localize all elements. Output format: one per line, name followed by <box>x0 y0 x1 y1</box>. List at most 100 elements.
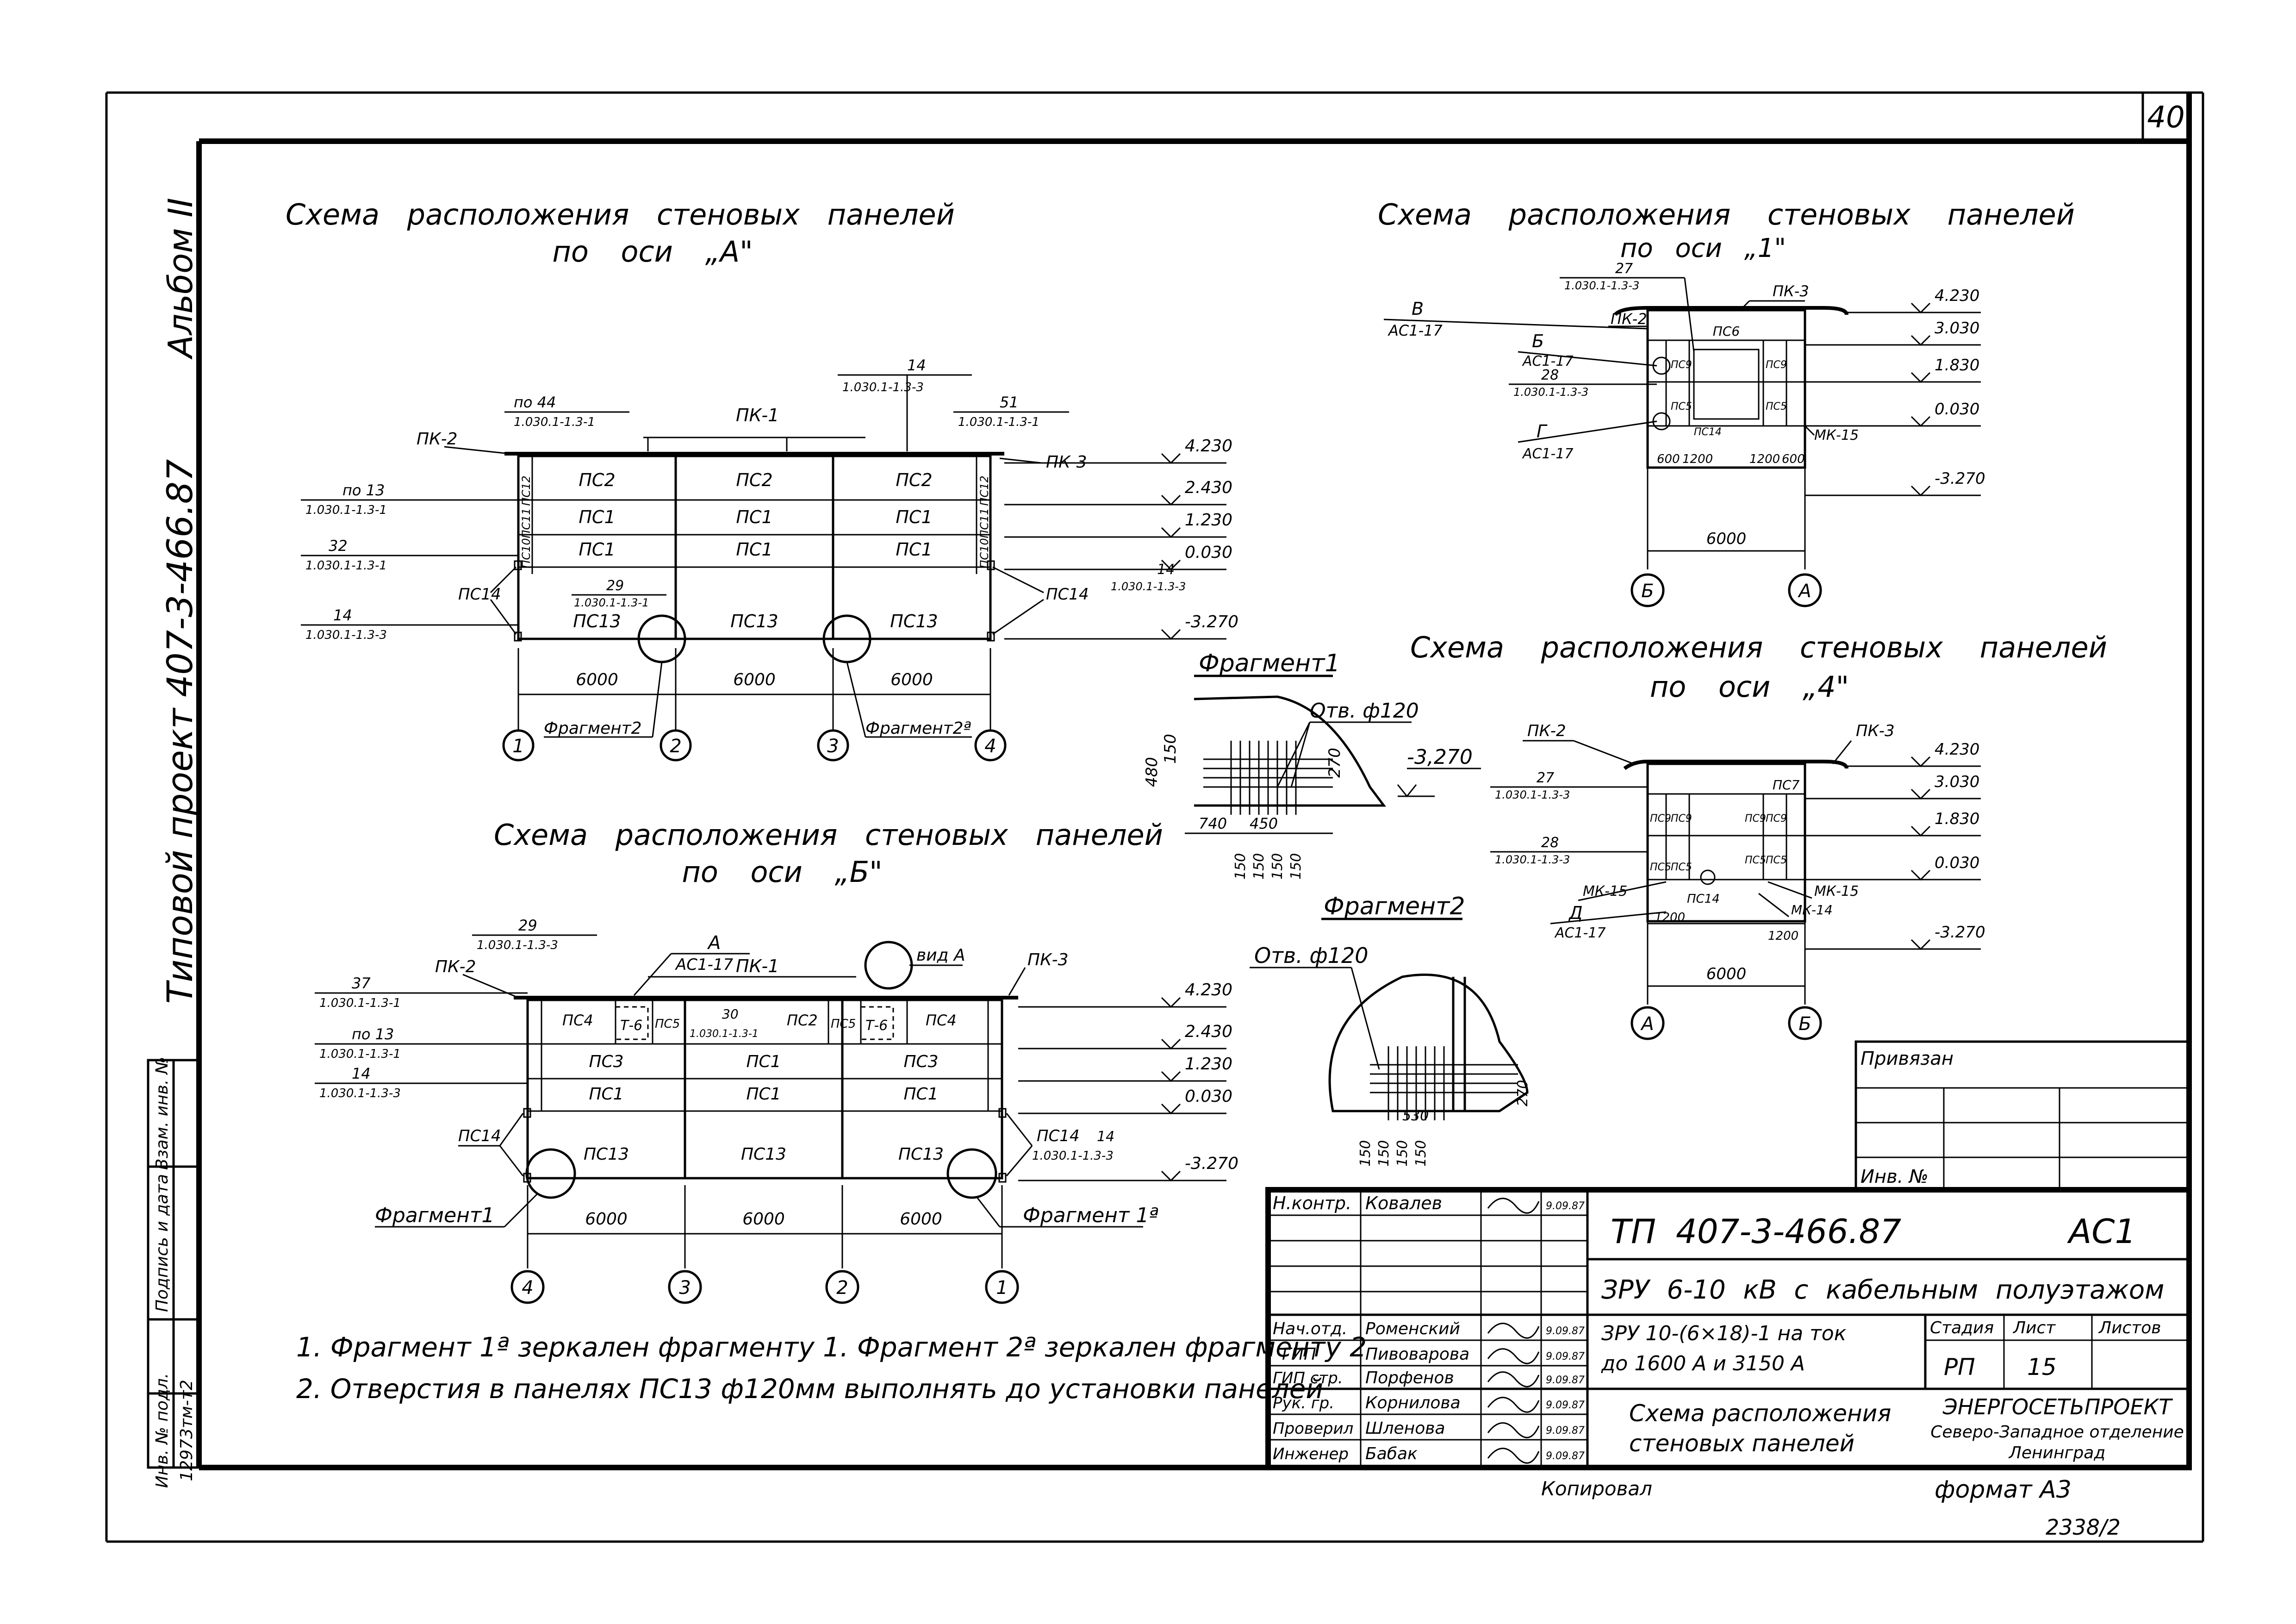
signature <box>1487 1448 1540 1464</box>
fragment-ref: Фрагмент2ª <box>865 719 971 738</box>
mark-letter: Д <box>1568 903 1583 923</box>
signer: Бабак <box>1365 1444 1418 1463</box>
dim-label: 150 <box>1288 853 1304 880</box>
span-dim: 6000 <box>585 1210 628 1229</box>
level-value: 4.230 <box>1935 287 1979 305</box>
callout-code: 1.030.1-1.3-3 <box>305 628 387 642</box>
panel-label: ПС7 <box>1773 777 1800 793</box>
panel-label: ПС6 <box>1713 324 1740 339</box>
stage-value: РП <box>1944 1354 1975 1380</box>
callout-code: 1.030.1-1.3-3 <box>319 1087 401 1100</box>
level-marks: 4.230 2.430 1.230 0.030 -3.270 <box>1018 981 1238 1182</box>
sheet-number: 40 <box>2147 100 2184 135</box>
panel-label: ПС5 <box>831 1017 856 1031</box>
organization: Северо-Западное отделение <box>1930 1423 2184 1442</box>
axis-label: 1 <box>512 736 524 757</box>
axis-label: 3 <box>827 736 839 757</box>
level-value: 4.230 <box>1185 981 1232 999</box>
hole-label: Отв. ф120 <box>1310 699 1419 723</box>
sign-date: 9.09.87 <box>1546 1351 1585 1362</box>
document-mark: АС1 <box>2067 1212 2136 1251</box>
level-value: 3.030 <box>1935 319 1979 337</box>
bottom-code: 2338/2 <box>2046 1515 2121 1540</box>
col-header: Стадия <box>1930 1318 1994 1337</box>
panel-label: ПС3 <box>589 1052 623 1071</box>
panel-label: ПС5 <box>1766 401 1787 412</box>
col-header: Лист <box>2012 1318 2056 1337</box>
callout-num: 29 <box>518 917 537 934</box>
mark-ref: АС1-17 <box>1522 446 1574 462</box>
panel-label: ПС10 <box>978 538 991 568</box>
dim-label: 600 <box>1782 452 1805 466</box>
mark-ref: АС1-17 <box>1522 353 1574 369</box>
level-marks: 4.230 2.430 1.230 0.030 -3.270 <box>1004 437 1238 640</box>
level-value: -3.270 <box>1185 1154 1238 1173</box>
panel-label: ПС10 <box>520 538 533 568</box>
sheet-name: Схема расположения <box>1629 1400 1891 1427</box>
panel-label: ПС12 <box>978 475 991 506</box>
signature <box>1487 1397 1540 1413</box>
inventory-label: Инв. № <box>1860 1166 1929 1187</box>
scheme-axis-4: Схема расположения стеновых панелей по о… <box>1410 631 2107 1040</box>
dim-label: 150 <box>1357 1140 1374 1167</box>
signature-row: Проверил Шленова 9.09.87 <box>1273 1419 1585 1438</box>
fragment-2: Фрагмент2 Отв. ф120 530 150 150 150 150 … <box>1250 893 1531 1167</box>
callout-code: 1.030.1-1.3-3 <box>1513 386 1588 399</box>
callout-num: 14 <box>352 1065 371 1082</box>
roof-label: ПК-1 <box>736 956 779 976</box>
roof-label: ПК-3 <box>1773 282 1809 300</box>
sign-date: 9.09.87 <box>1546 1200 1585 1212</box>
mark-ref: АС1-17 <box>1388 322 1443 339</box>
callout-code: 1.030.1-1.3-1 <box>305 503 387 517</box>
dim-label: 150 <box>1251 853 1267 880</box>
scheme-axis-a: Схема расположения стеновых панелей по о… <box>286 198 1238 762</box>
callout-code: 1.030.1-1.3-3 <box>1495 853 1570 866</box>
panel-label: ПС13 <box>730 611 778 631</box>
signature-row: Рук. гр. Корнилова 9.09.87 <box>1273 1393 1585 1413</box>
panel-label: ПС13 <box>584 1145 629 1164</box>
dim-label: 150 <box>1394 1140 1411 1167</box>
scheme-title: Схема расположения стеновых панелей <box>1378 198 2075 231</box>
panel-label: ПС4 <box>562 1012 593 1029</box>
signature-row: ГИП стр. Порфенов 9.09.87 <box>1273 1368 1585 1387</box>
note-line: 2. Отверстия в панелях ПС13 ф120мм выпол… <box>296 1373 1323 1405</box>
format-label: формат А3 <box>1935 1476 2072 1504</box>
scheme-subtitle: по оси „4" <box>1650 670 1849 704</box>
panel-label: ПС2 <box>579 470 615 490</box>
signature <box>1487 1348 1540 1364</box>
axis-label: А <box>1640 1013 1654 1035</box>
view-mark: вид А <box>916 946 965 965</box>
fragment-title: Фрагмент2 <box>1324 893 1465 920</box>
dim-label: 450 <box>1250 815 1278 832</box>
signature-row: Н.контр. Ковалев 9.09.87 <box>1273 1193 1585 1214</box>
scheme-axis-1: Схема расположения стеновых панелей по о… <box>1378 198 2075 607</box>
panel-label: ПС14 <box>1046 585 1089 604</box>
role: Нач.отд. <box>1273 1319 1347 1338</box>
panel-label: ПС1 <box>736 507 772 527</box>
panel-label: ПС11 <box>520 508 533 538</box>
level-value: 0.030 <box>1185 1087 1232 1106</box>
callout-code: 1.030.1-1.3-1 <box>319 996 401 1010</box>
scheme-subtitle: по оси „А" <box>552 235 753 269</box>
scheme-title: Схема расположения стеновых панелей <box>286 198 955 231</box>
callout-num: 32 <box>329 537 348 555</box>
dim-label: 150 <box>1269 853 1286 880</box>
role: Инженер <box>1273 1445 1349 1463</box>
dim-label: 600 <box>1657 452 1680 466</box>
panel-label: ПС4 <box>926 1012 957 1029</box>
panel-label: ПС9 <box>1650 813 1671 824</box>
mark-letter: В <box>1412 299 1424 319</box>
signature <box>1487 1371 1540 1387</box>
callout-num: 30 <box>722 1006 739 1022</box>
axis-label: Б <box>1641 581 1654 602</box>
level-value: 0.030 <box>1185 543 1232 562</box>
panel-label: ПС1 <box>746 1085 781 1104</box>
fragment-ref: Фрагмент2 <box>544 719 642 738</box>
role: Проверил <box>1273 1419 1353 1438</box>
span-dim: 6000 <box>576 670 618 689</box>
scheme-title: Схема расположения стеновых панелей <box>1410 631 2107 664</box>
dim-label: 270 <box>1325 748 1344 778</box>
signer: Корнилова <box>1365 1393 1461 1412</box>
panel-label: ПС9 <box>1766 359 1787 371</box>
level-value: -3.270 <box>1935 923 1985 942</box>
